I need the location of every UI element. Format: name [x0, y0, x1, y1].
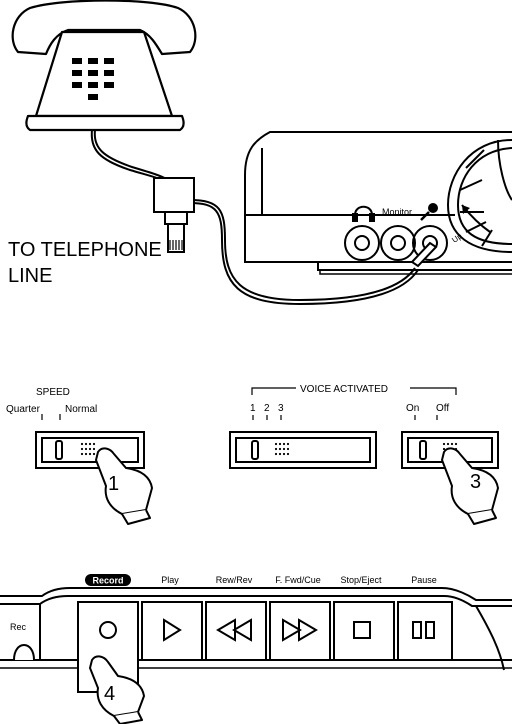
fast-forward-label: F. Fwd/Cue	[275, 575, 321, 585]
level-1-label: 1	[250, 403, 256, 414]
telephone-line-label-2: LINE	[8, 265, 52, 287]
voice-off-label: Off	[436, 403, 449, 414]
sensitivity-switch[interactable]	[230, 432, 376, 468]
speed-tick-marks	[42, 414, 60, 420]
headphone-icon	[353, 207, 374, 221]
pause-button[interactable]	[398, 602, 452, 660]
level-2-label: 2	[264, 403, 270, 414]
speed-quarter-label: Quarter	[6, 404, 41, 415]
speed-normal-label: Normal	[65, 404, 97, 415]
play-label: Play	[161, 575, 179, 585]
step-1-label: 1	[108, 473, 119, 495]
microphone-icon	[421, 203, 438, 220]
telephone-icon	[13, 1, 196, 131]
monitor-label: Monitor	[382, 207, 412, 217]
rec-side-label: Rec	[10, 622, 27, 632]
play-button[interactable]	[142, 602, 202, 660]
voice-on-label: On	[406, 403, 419, 414]
step-3-label: 3	[470, 471, 481, 493]
stop-eject-button[interactable]	[334, 602, 394, 660]
rewind-button[interactable]	[206, 602, 266, 660]
stop-eject-label: Stop/Eject	[340, 575, 382, 585]
voice-activated-title: VOICE ACTIVATED	[300, 384, 388, 395]
rewind-label: Rew/Rev	[216, 575, 253, 585]
fast-forward-button[interactable]	[270, 602, 330, 660]
step-4-label: 4	[104, 683, 115, 705]
voice-tick-marks	[415, 415, 437, 420]
speed-title: SPEED	[36, 387, 70, 398]
record-label: Record	[92, 576, 123, 586]
up-label: Up	[450, 231, 464, 245]
pause-label: Pause	[411, 575, 437, 585]
telephone-line-label: TO TELEPHONE	[8, 239, 162, 261]
level-3-label: 3	[278, 403, 284, 414]
level-tick-marks	[253, 415, 281, 420]
recorder-unit	[245, 132, 512, 274]
